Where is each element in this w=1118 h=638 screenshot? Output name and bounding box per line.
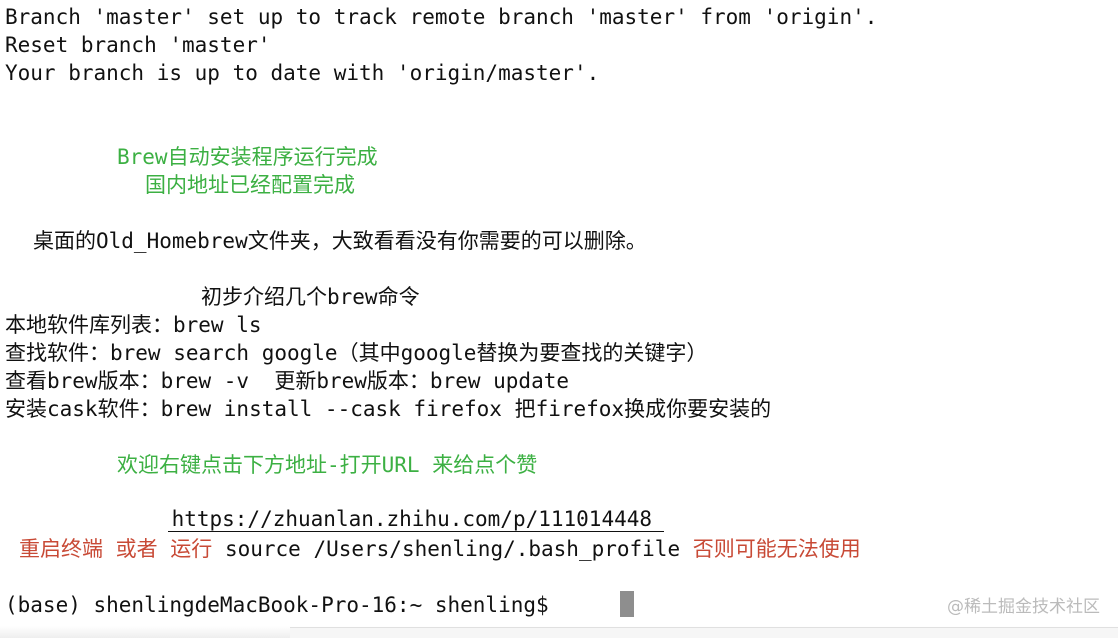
restart-suffix: 否则可能无法使用	[692, 537, 861, 561]
source-command: source /Users/shenling/.bash_profile	[212, 537, 693, 561]
old-homebrew-note: 桌面的Old_Homebrew文件夹，大致看看没有你需要的可以删除。	[33, 229, 647, 253]
url-line: https://zhuanlan.zhihu.com/p/111014448	[117, 480, 665, 532]
output-line-up-to-date: Your branch is up to date with 'origin/m…	[5, 61, 600, 85]
install-complete-message: Brew自动安装程序运行完成	[117, 145, 378, 169]
restart-prefix: 重启终端 或者 运行	[19, 537, 213, 561]
zhihu-article-link[interactable]: https://zhuanlan.zhihu.com/p/111014448	[167, 507, 665, 532]
restart-instruction: 重启终端 或者 运行 source /Users/shenling/.bash_…	[19, 536, 861, 562]
command-cask-line: 安装cask软件：brew install --cask firefox 把fi…	[5, 397, 772, 421]
juejin-watermark: @稀土掘金技术社区	[947, 597, 1100, 617]
window-footer-strip	[290, 627, 1118, 638]
output-line-reset-branch: Reset branch 'master'	[5, 33, 271, 57]
text-cursor[interactable]	[620, 591, 634, 617]
mirror-configured-message: 国内地址已经配置完成	[145, 173, 355, 197]
command-list-line: 本地软件库列表：brew ls	[5, 313, 262, 337]
command-search-line: 查找软件：brew search google（其中google替换为要查找的关…	[5, 341, 708, 365]
shell-prompt: (base) shenlingdeMacBook-Pro-16:~ shenli…	[5, 593, 562, 617]
output-line-branch-setup: Branch 'master' set up to track remote b…	[5, 5, 878, 29]
commands-heading: 初步介绍几个brew命令	[201, 285, 420, 309]
welcome-message: 欢迎右键点击下方地址-打开URL 来给点个赞	[117, 453, 538, 477]
command-version-line: 查看brew版本：brew -v 更新brew版本：brew update	[5, 369, 570, 393]
